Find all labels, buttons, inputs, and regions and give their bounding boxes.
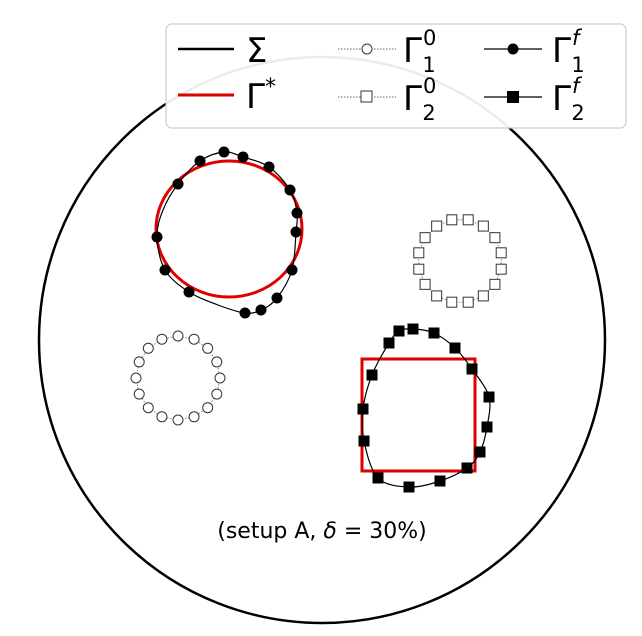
- initial-circle-gamma1-0: [130, 330, 226, 426]
- filled-square-marker: [428, 327, 440, 339]
- open-circle-marker: [130, 372, 142, 384]
- filled-square-marker: [449, 342, 461, 354]
- legend-filled-square-icon: [507, 91, 519, 103]
- final-square-gamma2-f: [357, 323, 495, 493]
- open-square-marker: [462, 296, 474, 308]
- open-circle-marker: [188, 333, 200, 345]
- filled-circle-marker: [159, 264, 171, 276]
- open-square-marker: [431, 290, 443, 302]
- filled-circle-marker: [290, 226, 302, 238]
- filled-circle-marker: [237, 151, 249, 163]
- true-circle-gamma-star: [154, 159, 304, 299]
- final-circle-gamma1-f: [151, 146, 303, 319]
- open-square-marker: [462, 214, 474, 226]
- open-square-marker: [489, 232, 501, 244]
- open-square-marker: [446, 214, 458, 226]
- filled-square-marker: [357, 403, 369, 415]
- open-square-marker: [413, 247, 425, 259]
- filled-circle-marker: [218, 146, 230, 158]
- filled-circle-marker: [172, 178, 184, 190]
- filled-square-marker: [474, 446, 486, 458]
- filled-circle-marker: [151, 231, 163, 243]
- filled-square-marker: [481, 421, 493, 433]
- filled-square-marker: [358, 435, 370, 447]
- filled-square-marker: [434, 475, 446, 487]
- filled-circle-marker: [255, 304, 267, 316]
- filled-square-marker: [383, 337, 395, 349]
- filled-square-marker: [393, 325, 405, 337]
- open-square-marker: [419, 232, 431, 244]
- initial-circle-gamma2-0: [413, 214, 507, 308]
- open-square-marker: [477, 290, 489, 302]
- open-circle-marker: [142, 342, 154, 354]
- open-circle-marker: [214, 372, 226, 384]
- filled-square-marker: [483, 391, 495, 403]
- filled-square-marker: [461, 462, 473, 474]
- filled-circle-marker: [271, 292, 283, 304]
- filled-square-marker: [466, 363, 478, 375]
- open-circle-marker: [172, 330, 184, 342]
- open-square-marker: [419, 278, 431, 290]
- open-circle-marker: [156, 333, 168, 345]
- open-circle-marker: [188, 411, 200, 423]
- open-square-marker: [413, 263, 425, 275]
- filled-circle-marker: [239, 307, 251, 319]
- legend-sigma-label: Σ: [246, 31, 267, 71]
- open-circle-marker: [133, 388, 145, 400]
- filled-square-marker: [407, 323, 419, 335]
- setup-caption: (setup A, δ = 30%): [217, 519, 427, 544]
- open-circle-marker: [156, 411, 168, 423]
- legend-open-circle-icon: [361, 43, 373, 55]
- open-circle-marker: [202, 402, 214, 414]
- open-square-marker: [495, 263, 507, 275]
- open-circle-marker: [142, 402, 154, 414]
- open-circle-marker: [211, 388, 223, 400]
- filled-square-marker: [366, 369, 378, 381]
- open-square-marker: [495, 247, 507, 259]
- open-circle-marker: [172, 414, 184, 426]
- open-square-marker: [446, 296, 458, 308]
- filled-circle-marker: [183, 286, 195, 298]
- open-circle-marker: [133, 356, 145, 368]
- filled-circle-marker: [194, 155, 206, 167]
- filled-square-marker: [372, 472, 384, 484]
- open-square-marker: [489, 278, 501, 290]
- open-circle-marker: [211, 356, 223, 368]
- legend-open-square-icon: [360, 90, 373, 103]
- open-circle-marker: [202, 342, 214, 354]
- gamma2-0-curve: [418, 219, 502, 303]
- legend-gamma-star-label: Γ*: [246, 75, 276, 117]
- filled-circle-marker: [291, 207, 303, 219]
- open-square-marker: [431, 220, 443, 232]
- legend-filled-circle-icon: [507, 43, 519, 55]
- filled-circle-marker: [263, 161, 275, 173]
- open-square-marker: [477, 220, 489, 232]
- true-square-gamma-star: [360, 357, 477, 473]
- filled-circle-marker: [284, 184, 296, 196]
- filled-circle-marker: [286, 264, 298, 276]
- filled-square-marker: [403, 481, 415, 493]
